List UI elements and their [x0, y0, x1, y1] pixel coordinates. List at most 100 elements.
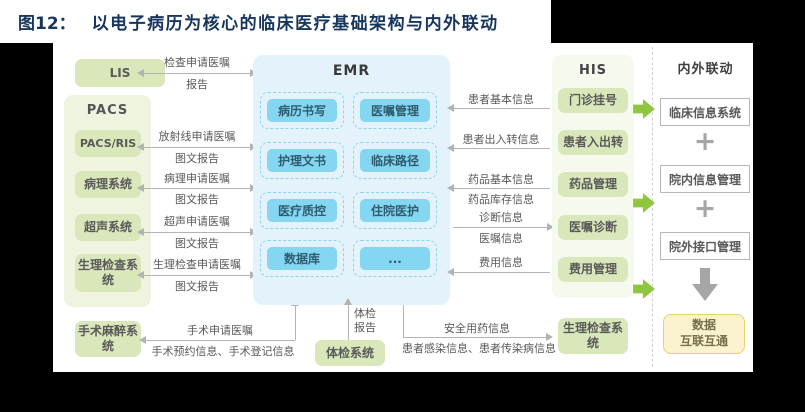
box-inpatient-care: 住院医护 [360, 199, 430, 222]
architecture-diagram: LIS PACS PACS/RIS 病理系统 超声系统 生理检查系统 手术麻醉系… [53, 43, 753, 372]
arrowhead-left-icon [137, 271, 144, 279]
flow-label-drug-stock-info: 药品库存信息 [468, 193, 534, 206]
flow-label-checkup-report: 报告 [354, 321, 376, 334]
box-clinical-info-system: 临床信息系统 [660, 98, 750, 126]
his-title: HIS [578, 63, 608, 78]
flow-label-order-info: 医嘱信息 [479, 232, 523, 245]
arrowhead-up-icon [344, 298, 352, 305]
box-order-diagnosis: 医嘱诊断 [558, 215, 628, 240]
box-external-interface-management: 院外接口管理 [660, 232, 750, 260]
arrow-line [403, 337, 548, 338]
dashed-separator [652, 47, 653, 367]
flow-label-surgery-booking: 手术预约信息、手术登记信息 [151, 345, 295, 358]
green-arrow-icon [633, 279, 655, 299]
flow-label-diagnosis-info: 诊断信息 [479, 211, 523, 224]
box-pathology-system: 病理系统 [75, 171, 141, 198]
flow-label-infection-info: 患者感染信息、患者传染病信息 [402, 342, 556, 355]
arrowhead-right-icon [546, 333, 553, 341]
flow-label-patient-transfer-info: 患者出入转信息 [462, 133, 540, 146]
flow-label-drug-basic-info: 药品基本信息 [468, 173, 534, 186]
arrow-line [403, 305, 404, 337]
box-surgery-anesthesia-system: 手术麻醉系统 [75, 321, 141, 357]
flow-label-image-report: 图文报告 [175, 280, 219, 293]
flow-label-ultrasound-request: 超声申请医嘱 [164, 215, 230, 228]
linkage-panel-title: 内外联动 [677, 62, 734, 77]
arrowhead-left-icon [137, 69, 144, 77]
box-fee-management: 费用管理 [558, 257, 628, 282]
flow-label-checkup: 体检 [354, 307, 376, 320]
arrowhead-left-icon [447, 184, 454, 192]
arrow-line [143, 232, 251, 233]
green-arrow-icon [633, 193, 655, 213]
arrowhead-left-icon [137, 143, 144, 151]
box-nursing-document: 护理文书 [267, 149, 337, 172]
arrow-line [143, 275, 251, 276]
emr-module-cell: 病历书写 [260, 92, 344, 129]
flow-label-image-report: 图文报告 [175, 193, 219, 206]
box-more-modules: ... [360, 247, 430, 270]
flow-label-exam-request: 检查申请医嘱 [164, 56, 230, 69]
arrowhead-right-icon [547, 223, 554, 231]
pacs-group-title: PACS [86, 103, 129, 118]
emr-module-cell: 临床路径 [353, 142, 437, 179]
box-checkup-system: 体检系统 [315, 340, 385, 366]
arrow-line [453, 108, 550, 109]
down-arrow-icon [692, 268, 718, 301]
flow-label-safe-drug-info: 安全用药信息 [444, 322, 510, 335]
flow-label-surgery-request: 手术申请医嘱 [187, 324, 253, 337]
plus-icon: + [693, 126, 717, 157]
figure-title: 以电子病历为核心的临床医疗基础架构与内外联动 [91, 14, 499, 34]
arrowhead-left-icon [137, 184, 144, 192]
box-outpatient-registration: 门诊挂号 [558, 88, 628, 113]
box-hospital-info-management: 院内信息管理 [660, 165, 750, 193]
box-database: 数据库 [267, 247, 337, 270]
flow-label-image-report: 图文报告 [175, 237, 219, 250]
plus-icon: + [693, 193, 717, 224]
arrow-line [143, 147, 251, 148]
figure-number: 图12： [18, 14, 76, 34]
emr-module-cell: 医疗质控 [260, 192, 344, 229]
box-drug-management: 药品管理 [558, 172, 628, 197]
box-clinical-pathway: 临床路径 [360, 149, 430, 172]
arrow-line [145, 340, 295, 341]
arrowhead-left-icon [447, 144, 454, 152]
box-pacs-ris: PACS/RIS [75, 130, 141, 157]
emr-module-cell: 数据库 [260, 240, 344, 277]
arrowhead-left-icon [447, 104, 454, 112]
arrow-line [143, 188, 251, 189]
flow-label-physio-request: 生理检查申请医嘱 [153, 258, 241, 271]
green-arrow-icon [633, 99, 655, 119]
data-interconnection-line1: 数据 [691, 318, 716, 333]
flow-label-image-report: 图文报告 [175, 152, 219, 165]
arrow-line [453, 272, 550, 273]
data-interconnection-line2: 互联互通 [679, 334, 728, 348]
arrowhead-left-icon [139, 336, 146, 344]
flow-label-patient-basic-info: 患者基本信息 [468, 93, 534, 106]
box-data-interconnection: 数据 互联互通 [663, 314, 745, 354]
arrow-line [348, 304, 349, 340]
figure-title-bar: 图12： 以电子病历为核心的临床医疗基础架构与内外联动 [0, 0, 551, 43]
emr-module-cell: ... [353, 240, 437, 277]
box-medical-record-writing: 病历书写 [267, 99, 337, 122]
arrow-line [143, 73, 251, 74]
box-order-management: 医嘱管理 [360, 99, 430, 122]
arrow-line [453, 148, 550, 149]
box-medical-quality-control: 医疗质控 [267, 199, 337, 222]
emr-title: EMR [332, 63, 371, 79]
emr-module-cell: 住院医护 [353, 192, 437, 229]
box-ultrasound-system: 超声系统 [75, 214, 141, 241]
box-patient-admission-transfer: 患者入出转 [558, 130, 628, 155]
box-physio-check-system: 生理检查系统 [558, 318, 628, 354]
emr-module-cell: 护理文书 [260, 142, 344, 179]
arrow-line [453, 227, 548, 228]
box-physio-exam-system: 生理检查系统 [75, 254, 141, 292]
flow-label-fee-info: 费用信息 [479, 256, 523, 269]
arrow-line [295, 305, 296, 340]
emr-module-cell: 医嘱管理 [353, 92, 437, 129]
arrowhead-left-icon [137, 228, 144, 236]
arrowhead-left-icon [447, 268, 454, 276]
flow-label-radiology-request: 放射线申请医嘱 [158, 130, 236, 143]
arrow-line [453, 188, 550, 189]
flow-label-report: 报告 [186, 78, 208, 91]
flow-label-pathology-request: 病理申请医嘱 [164, 172, 230, 185]
